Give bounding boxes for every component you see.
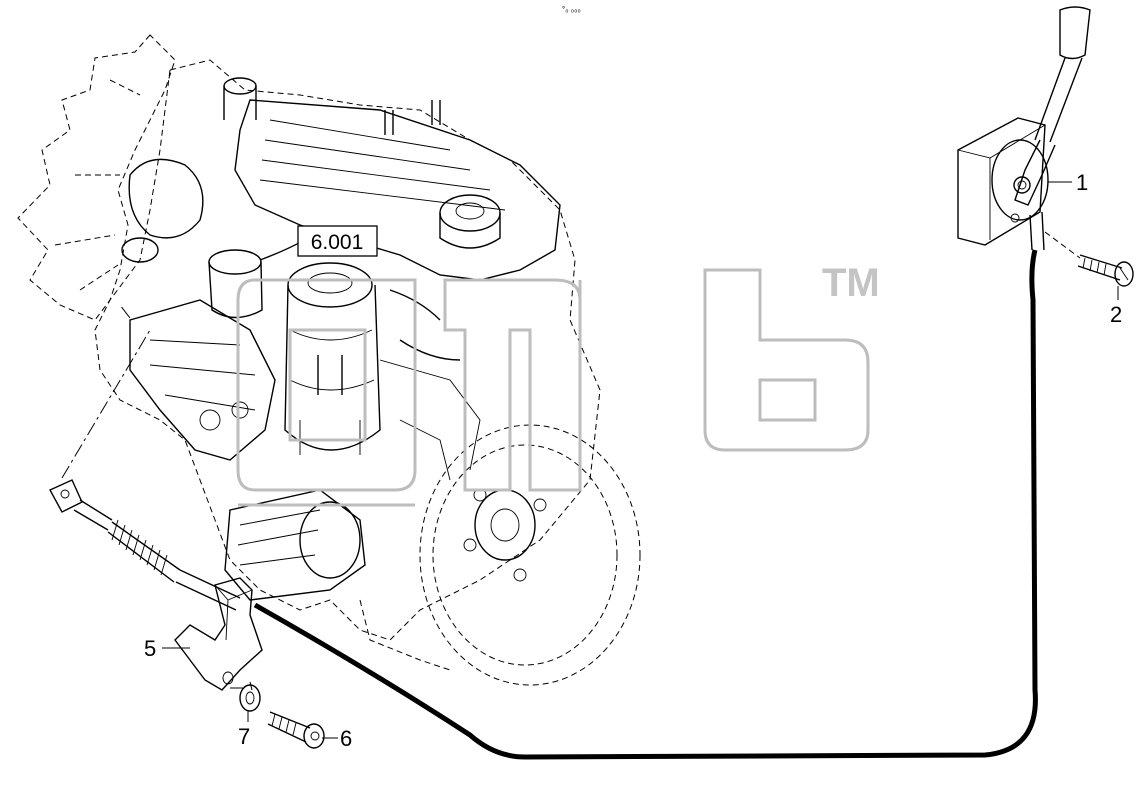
washer-part-7 — [239, 684, 261, 712]
bracket-part-5 — [174, 577, 263, 691]
watermark-logo: TM — [236, 261, 880, 507]
callout-6: 6 — [340, 726, 352, 751]
engine-assembly — [17, 34, 641, 686]
turbocharger — [128, 158, 204, 239]
watermark-letter-d — [703, 268, 870, 452]
lever-knob — [1059, 6, 1091, 60]
oil-filler-cap — [439, 194, 501, 232]
watermark-letter-g — [236, 278, 417, 507]
reference-label: 6.001 — [297, 225, 378, 257]
screw-part-2 — [1077, 254, 1134, 287]
valve-cover — [234, 99, 561, 281]
control-lever — [957, 6, 1091, 251]
starter-motor — [224, 489, 366, 601]
engine-block-outline — [94, 59, 601, 641]
injection-pump — [129, 299, 276, 461]
callout-1: 1 — [1076, 170, 1088, 195]
watermark-letter-m — [443, 278, 582, 492]
control-cable — [253, 249, 1038, 760]
callout-5: 5 — [144, 636, 156, 661]
watermark-trademark: TM — [822, 261, 880, 305]
cable-end-fitting — [49, 479, 241, 611]
screw-part-6 — [267, 711, 325, 749]
callout-2: 2 — [1110, 302, 1122, 327]
top-mark: °₀ ₀₀₀ — [562, 5, 581, 14]
callout-7: 7 — [238, 724, 250, 749]
fan-shroud — [17, 34, 176, 321]
filter-canister — [208, 249, 263, 319]
callouts: 1 2 5 6 7 — [144, 170, 1122, 751]
reference-label-text: 6.001 — [311, 231, 364, 254]
